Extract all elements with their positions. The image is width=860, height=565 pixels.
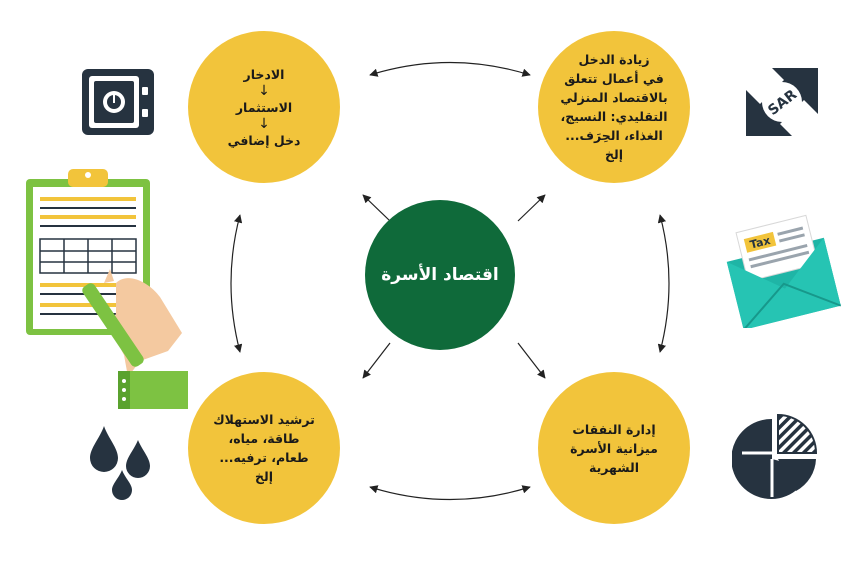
tax-envelope-icon: Tax <box>726 214 842 328</box>
down-arrow-icon: ↓ <box>258 82 270 99</box>
node-line: طعام، ترفيه... <box>219 450 309 465</box>
currency-exchange-icon: SAR <box>746 68 818 136</box>
spoke-bottom-left <box>362 342 391 379</box>
node-expenses: إدارة النفقات ميزانية الأسرة الشهرية <box>538 372 690 524</box>
node-line: الادخار <box>243 66 285 82</box>
connector-top <box>369 61 531 77</box>
node-line: ترشيد الاستهلاك <box>213 412 315 427</box>
node-line: في أعمال تتعلق <box>564 71 664 86</box>
node-line: الشهرية <box>589 459 639 475</box>
spoke-top-right <box>517 194 546 222</box>
node-increase-income: زيادة الدخل في أعمال تتعلق بالاقتصاد الم… <box>538 31 690 183</box>
node-line: طاقة، مياه، <box>228 431 300 446</box>
tax-label: Tax <box>749 234 772 252</box>
node-line: الغذاء، الحِرَف... <box>565 128 663 143</box>
node-line: إدارة النفقات <box>572 421 656 437</box>
node-savings: الادخار ↓ الاستثمار ↓ دخل إضافي <box>188 31 340 183</box>
node-consumption: ترشيد الاستهلاك طاقة، مياه، طعام، ترفيه.… <box>188 372 340 524</box>
down-arrow-icon: ↓ <box>258 115 270 132</box>
node-line: بالاقتصاد المنزلي <box>560 90 668 105</box>
node-line: إلخ <box>255 469 273 484</box>
node-line: زيادة الدخل <box>578 52 650 67</box>
center-node: اقتصاد الأسرة <box>365 200 515 350</box>
node-line: الاستثمار <box>235 99 293 115</box>
node-line: التقليدي: النسيج، <box>560 109 668 124</box>
connector-bottom <box>369 485 531 501</box>
clipboard-icon <box>26 169 188 409</box>
node-line: إلخ <box>605 147 623 162</box>
spoke-top-left <box>362 194 391 222</box>
spoke-bottom-right <box>517 342 546 379</box>
center-title: اقتصاد الأسرة <box>381 265 499 285</box>
safe-icon <box>82 69 154 135</box>
water-drops-icon <box>90 426 150 500</box>
connector-left <box>230 214 243 353</box>
pie-chart-icon <box>732 413 818 499</box>
node-line: دخل إضافي <box>227 132 301 148</box>
connector-right <box>657 214 670 353</box>
node-line: ميزانية الأسرة <box>570 440 658 456</box>
